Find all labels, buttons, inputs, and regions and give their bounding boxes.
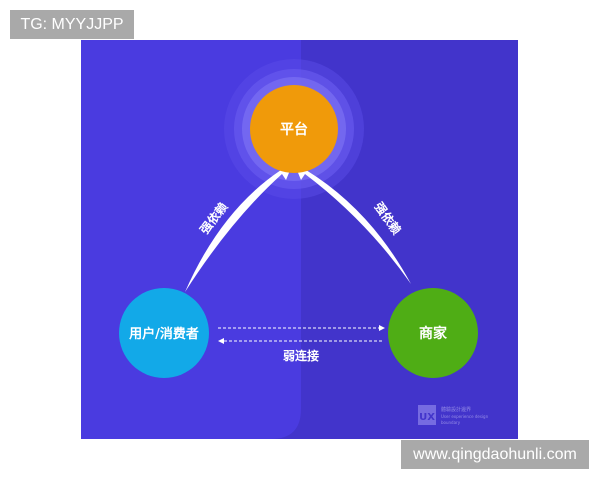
merchant-node [388,288,478,378]
merchant-label: 商家 [419,325,448,342]
platform-node [250,85,338,173]
platform-label: 平台 [280,121,308,138]
edge-label-bottom: 弱连接 [283,348,319,363]
arrowhead-forward [379,325,385,331]
svg-text:UX: UX [419,412,435,423]
watermark-top: TG: MYYJJPP [10,10,134,39]
consumer-label: 用户/消费者 [128,326,199,342]
consumer-node [119,288,209,378]
diagram: 强依赖 强依赖 弱连接 平台 用户/消费者 商家 UX 體驗設計邊界 User … [81,40,518,439]
arrowhead-back [218,338,224,344]
ux-logo: UX 體驗設計邊界 User experience design boundar… [418,405,489,425]
svg-text:boundary: boundary [441,420,461,425]
svg-text:體驗設計邊界: 體驗設計邊界 [441,406,471,413]
watermark-bottom: www.qingdaohunli.com [401,440,589,469]
svg-text:User experience design: User experience design [441,414,489,419]
